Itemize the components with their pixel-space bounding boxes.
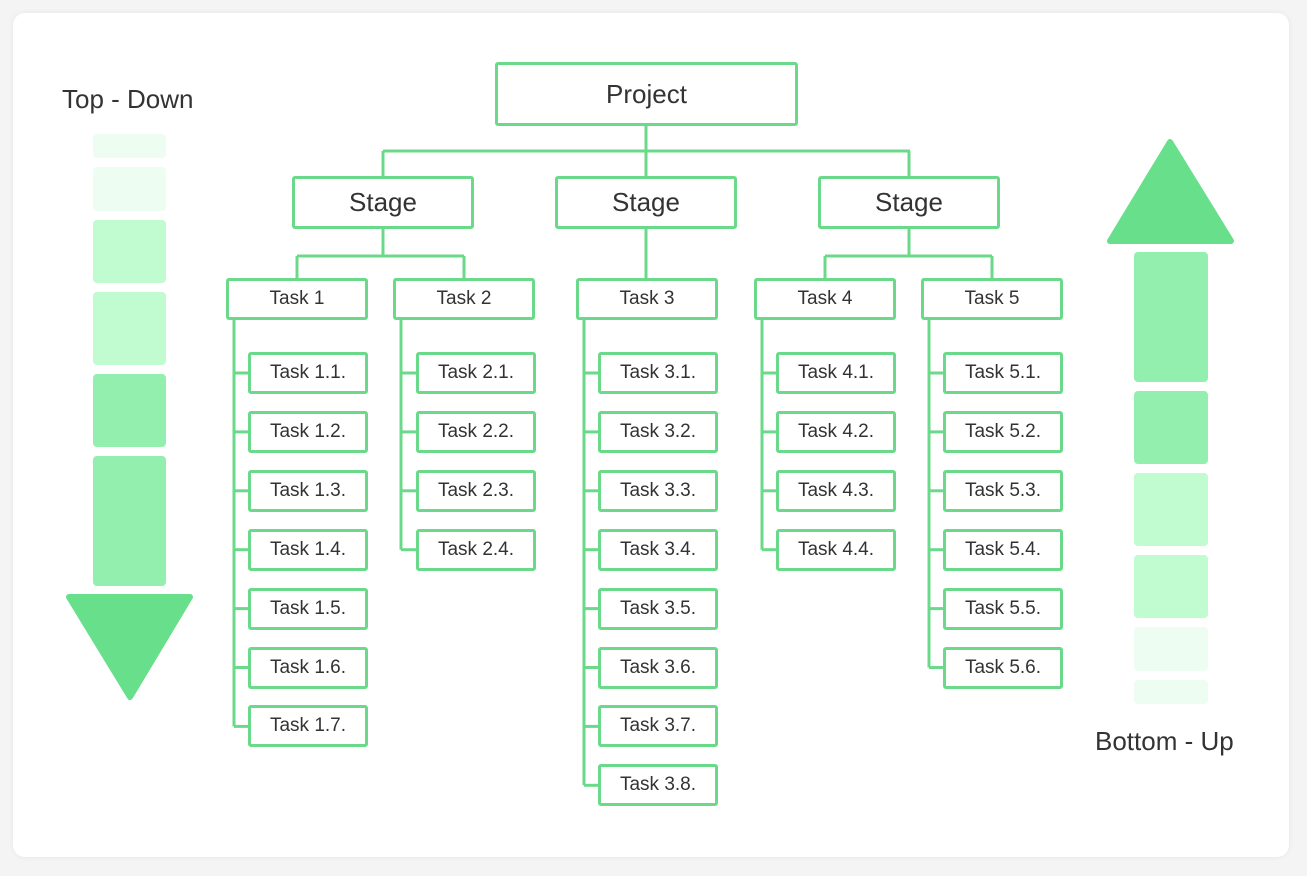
bottom-up-segment (1134, 473, 1208, 546)
top-down-segment (93, 456, 166, 586)
bottom-up-segment (1134, 627, 1208, 671)
task-node: Task 2 (393, 278, 535, 320)
subtask-node: Task 1.4. (248, 528, 368, 571)
subtask-node: Task 1.3. (248, 469, 368, 512)
subtask-node: Task 3.4. (598, 528, 718, 571)
bottom-up-segment (1134, 555, 1208, 618)
subtask-node: Task 1.1. (248, 352, 368, 394)
subtask-node: Task 5.6. (943, 646, 1063, 689)
bottom-up-label: Bottom - Up (1095, 726, 1234, 756)
subtask-node: Task 2.2. (416, 410, 536, 453)
stage-node: Stage (292, 176, 474, 229)
subtask-node: Task 3.1. (598, 352, 718, 394)
stage-node: Stage (555, 176, 737, 229)
task-node: Task 5 (921, 278, 1063, 320)
top-down-label: Top - Down (62, 84, 194, 114)
subtask-node: Task 2.3. (416, 469, 536, 512)
subtask-node: Task 5.2. (943, 410, 1063, 453)
subtask-node: Task 3.3. (598, 469, 718, 512)
subtask-node: Task 3.5. (598, 587, 718, 630)
subtask-node: Task 3.6. (598, 646, 718, 689)
subtask-node: Task 1.2. (248, 410, 368, 453)
subtask-node: Task 1.7. (248, 705, 368, 748)
subtask-node: Task 1.6. (248, 646, 368, 689)
top-down-segment (93, 374, 166, 447)
top-down-segment (93, 220, 166, 283)
subtask-node: Task 3.7. (598, 705, 718, 748)
stage-node: Stage (818, 176, 1000, 229)
subtask-node: Task 3.8. (598, 764, 718, 807)
arrow-down-icon (66, 594, 193, 700)
project-node: Project (495, 62, 798, 126)
subtask-node: Task 4.3. (776, 469, 896, 512)
task-node: Task 3 (576, 278, 718, 320)
task-node: Task 1 (226, 278, 368, 320)
subtask-node: Task 4.4. (776, 528, 896, 571)
task-node: Task 4 (754, 278, 896, 320)
subtask-node: Task 2.4. (416, 528, 536, 571)
subtask-node: Task 5.5. (943, 587, 1063, 630)
subtask-node: Task 5.4. (943, 528, 1063, 571)
arrow-up-icon (1107, 139, 1234, 244)
subtask-node: Task 1.5. (248, 587, 368, 630)
bottom-up-segment (1134, 680, 1208, 704)
subtask-node: Task 4.1. (776, 352, 896, 394)
subtask-node: Task 2.1. (416, 352, 536, 394)
subtask-node: Task 5.1. (943, 352, 1063, 394)
subtask-node: Task 3.2. (598, 410, 718, 453)
bottom-up-segment (1134, 252, 1208, 382)
top-down-segment (93, 134, 166, 158)
top-down-segment (93, 292, 166, 365)
bottom-up-segment (1134, 391, 1208, 464)
subtask-node: Task 4.2. (776, 410, 896, 453)
subtask-node: Task 5.3. (943, 469, 1063, 512)
top-down-segment (93, 167, 166, 211)
